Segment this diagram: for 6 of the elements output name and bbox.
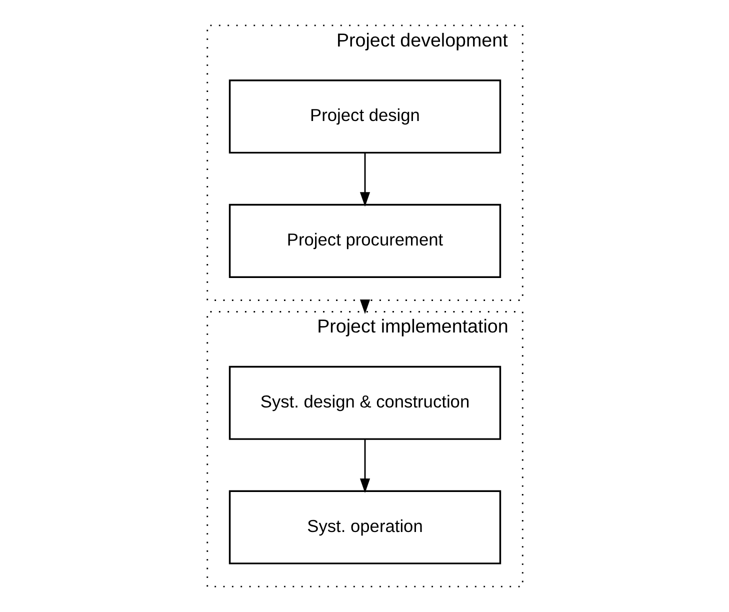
arrow [359, 440, 370, 493]
arrow [359, 153, 370, 207]
node-box: Project procurement [228, 204, 501, 278]
node-box: Syst. operation [228, 490, 501, 564]
node-box: Syst. design & construction [228, 366, 501, 440]
node-box: Project design [228, 80, 501, 154]
